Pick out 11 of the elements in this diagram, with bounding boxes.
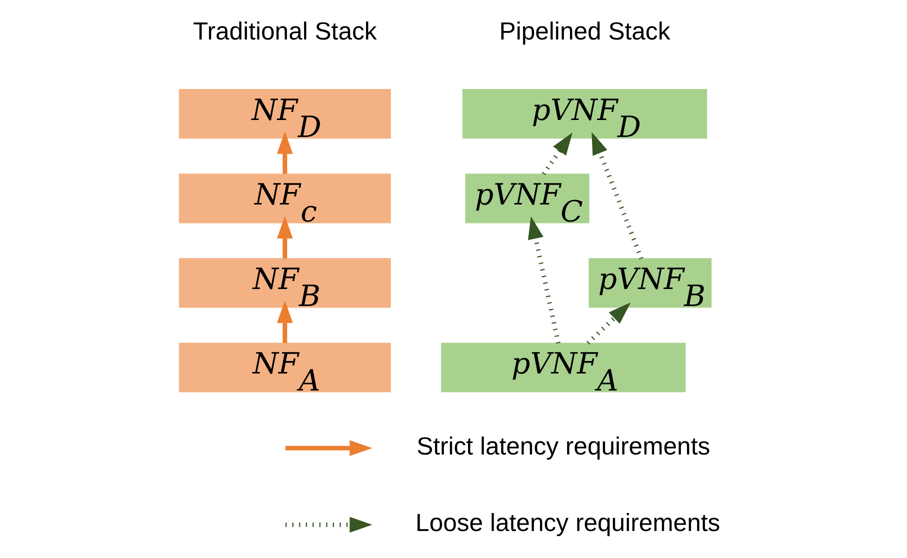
arrow bbox=[591, 132, 643, 260]
label: Traditional Stack bbox=[192, 18, 376, 46]
arrow bbox=[541, 132, 572, 176]
legend-label: Loose latency requirements bbox=[415, 510, 720, 538]
arrow bbox=[527, 216, 560, 344]
arrow bbox=[586, 302, 630, 345]
label: Pipelined Stack bbox=[498, 18, 670, 46]
arrow bbox=[276, 216, 292, 258]
legend-label: Strict latency requirements bbox=[416, 433, 710, 460]
arrow bbox=[276, 131, 292, 174]
arrow bbox=[276, 300, 292, 343]
